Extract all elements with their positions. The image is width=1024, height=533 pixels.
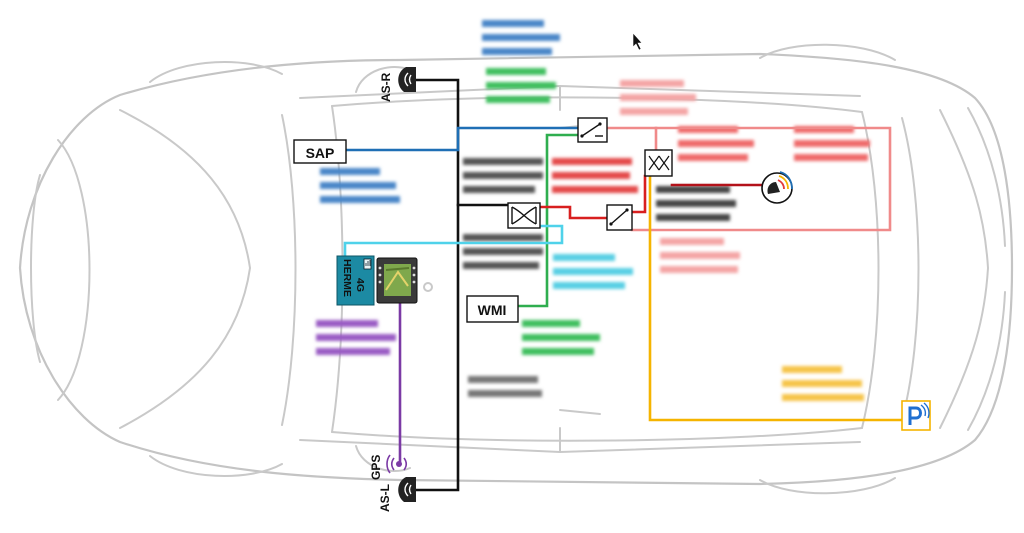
hermes-band-label: 4G: [354, 278, 366, 292]
blurred-label-blue-left: [320, 168, 400, 203]
blurred-label-cyan: [553, 254, 633, 289]
hermes-name-label: HERME: [341, 259, 353, 297]
wire-green-wmi: [516, 133, 580, 308]
wire-black-antennas: [414, 78, 460, 492]
car-antenna-icon: [398, 67, 416, 92]
blurred-label-green-bottom: [522, 320, 600, 355]
wmi-box: WMI: [466, 295, 519, 323]
roof-antenna-icon: [761, 171, 793, 204]
car-antenna-icon: [398, 477, 416, 502]
wire-red-up: [630, 174, 647, 214]
blurred-label-pink-top: [620, 80, 696, 115]
blurred-label-red-2: [794, 126, 870, 161]
gps-label: GPS: [369, 455, 383, 480]
wmi-label: WMI: [478, 302, 507, 318]
blurred-label-red-center: [552, 158, 638, 193]
sap-box: SAP: [293, 139, 347, 164]
blurred-label-pink-right: [660, 238, 740, 273]
sap-label: SAP: [306, 145, 335, 161]
switch-box-top: [577, 117, 608, 143]
blurred-label-blue-top: [482, 20, 560, 55]
mouse-cursor-icon: [632, 32, 643, 51]
wire-yellow-parking: [648, 174, 904, 422]
as-r-label: AS-R: [379, 72, 393, 102]
parking-sensor-icon: [901, 400, 931, 431]
switch-box-middle: [606, 204, 633, 231]
blurred-label-gray-bottom: [468, 376, 542, 397]
blurred-label-black-right: [656, 186, 736, 221]
wire-red: [538, 205, 609, 220]
blurred-label-yellow: [782, 366, 864, 401]
signal-icon: [363, 258, 372, 270]
blurred-label-green-top: [486, 68, 556, 103]
wire-blue-sap: [344, 126, 580, 152]
blurred-label-purple: [316, 320, 396, 355]
blurred-label-black-center: [463, 158, 543, 193]
as-l-label: AS-L: [378, 484, 392, 512]
blurred-label-dark-center: [463, 234, 543, 269]
wire-cyan-hermes: [343, 224, 564, 259]
gps-antenna-icon: [386, 454, 408, 474]
hermes-4g-module: HERME 4G: [336, 255, 375, 306]
blurred-label-red-1: [678, 126, 754, 161]
combiner-box: [644, 149, 673, 177]
navigation-device-icon: [376, 257, 418, 304]
splitter-box: [507, 202, 541, 229]
wire-pink-loop: [605, 126, 892, 232]
